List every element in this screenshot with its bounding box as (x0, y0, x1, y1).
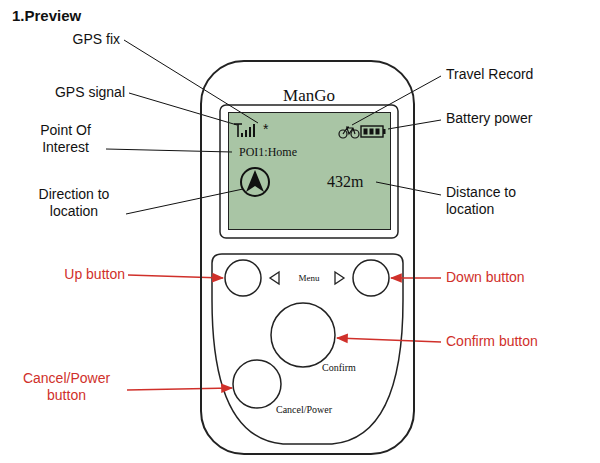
bike-frame (343, 127, 355, 134)
signal-bar (241, 133, 243, 137)
signal-bar (253, 124, 255, 137)
button-callout: Confirm button (446, 333, 591, 350)
button-callout: Down button (446, 269, 576, 286)
menu-text: Menu (284, 273, 334, 283)
battery-body (361, 126, 383, 137)
battery-bar (376, 129, 380, 135)
signal-bar (249, 127, 251, 137)
leader-line (129, 93, 237, 125)
battery-tip (383, 129, 386, 134)
callout-label: Direction to location (18, 186, 130, 220)
button-callout: Cancel/Power button (8, 370, 125, 404)
distance-value: 432m (327, 173, 387, 191)
signal-bar (245, 130, 247, 137)
lcd-screen: * POI1:Home 432m (228, 112, 391, 230)
menu-left-triangle (270, 272, 279, 284)
antenna (234, 124, 242, 137)
signal-icon (234, 124, 255, 137)
gps-fix-symbol: * (263, 121, 275, 137)
leader-line (126, 189, 243, 214)
red-arrows (127, 275, 441, 390)
callout-arrow (337, 338, 441, 342)
button-callout: Up button (25, 266, 125, 283)
button-text: Confirm (322, 362, 362, 374)
callout-label: GPS signal (30, 84, 125, 101)
confirm-button: Confirm (268, 300, 363, 380)
callout-label: Battery power (446, 110, 576, 127)
leader-line (352, 76, 441, 125)
menu-right-triangle (335, 272, 344, 284)
button-circle (233, 360, 281, 408)
direction-arrow (246, 170, 264, 192)
brand-name: ManGo (259, 86, 359, 106)
battery-bar (370, 129, 374, 135)
poi-text: POI1:Home (239, 146, 359, 160)
screen-frame (220, 105, 398, 238)
callout-arrow (127, 388, 232, 390)
leader-line (124, 40, 258, 123)
leader-line (376, 182, 441, 195)
callout-arrow (391, 277, 441, 279)
callout-label: Point Of Interest (28, 122, 103, 156)
button-panel (212, 254, 403, 444)
direction-circle (241, 168, 269, 196)
device-housing: ManGoMenu * POI1:Home 432mConfirmCancel/Pow… (200, 60, 415, 455)
screen-fill (228, 112, 391, 230)
callout-arrow (128, 275, 223, 278)
battery-bar (364, 129, 368, 135)
callout-label: Travel Record (446, 66, 576, 83)
down-button (353, 260, 389, 296)
cancel-power-button: Cancel/Power (230, 358, 355, 422)
callout-label: Distance to location (446, 184, 541, 218)
leader-line (106, 149, 232, 152)
button-circle (271, 303, 335, 367)
callout-label: GPS fix (40, 31, 120, 48)
section-title: 1.Preview (12, 7, 81, 24)
up-button (225, 260, 261, 296)
button-text: Cancel/Power (276, 404, 354, 416)
battery-icon (361, 126, 386, 137)
bike-icon (339, 127, 359, 138)
